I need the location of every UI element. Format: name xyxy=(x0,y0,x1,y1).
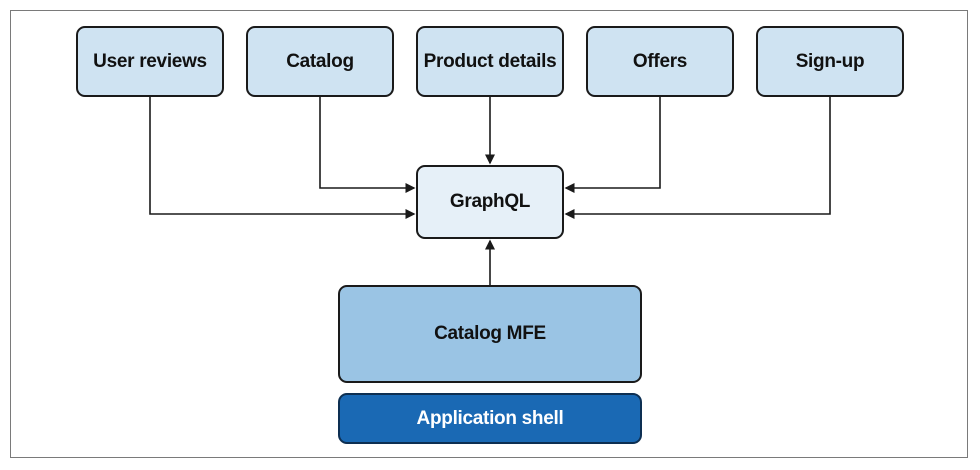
service-label-sign-up: Sign-up xyxy=(795,50,865,72)
connector-sign-up-to-graphql xyxy=(564,97,831,219)
service-label-product-details: Product details xyxy=(423,50,557,72)
connector-catalog-to-graphql xyxy=(319,97,416,193)
service-label-user-reviews: User reviews xyxy=(93,50,207,72)
application-shell-box: Application shell xyxy=(338,393,642,444)
service-box-catalog: Catalog xyxy=(246,26,394,97)
graphql-gateway-box: GraphQL xyxy=(416,165,564,239)
service-box-user-reviews: User reviews xyxy=(76,26,224,97)
diagram-frame xyxy=(10,10,968,458)
graphql-gateway-label: GraphQL xyxy=(449,191,531,212)
connector-offers-to-graphql xyxy=(564,97,661,193)
catalog-mfe-label: Catalog MFE xyxy=(434,323,546,344)
service-box-sign-up: Sign-up xyxy=(756,26,904,97)
service-label-catalog: Catalog xyxy=(286,50,354,72)
service-box-product-details: Product details xyxy=(416,26,564,97)
connector-user-reviews-to-graphql xyxy=(149,97,416,219)
service-box-offers: Offers xyxy=(586,26,734,97)
catalog-mfe-box: Catalog MFE xyxy=(338,285,642,383)
application-shell-label: Application shell xyxy=(416,407,564,429)
service-label-offers: Offers xyxy=(632,50,688,72)
